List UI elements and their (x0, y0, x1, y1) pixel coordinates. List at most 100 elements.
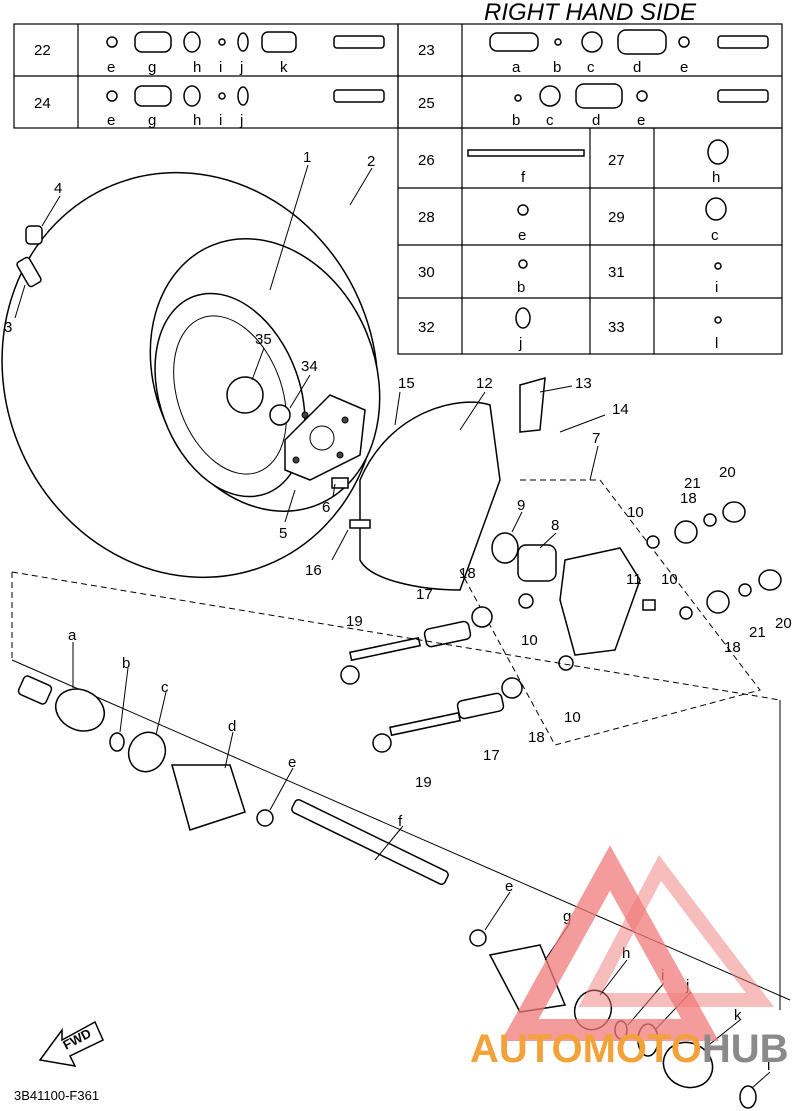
callout-e: e (505, 878, 513, 895)
kit-letter: b (517, 279, 525, 296)
bolt (349, 636, 421, 662)
wheel-hub (284, 394, 366, 489)
callout-labels: 1 2 3 4 5 6 7 8 9 10 10 10 10 11 12 13 1… (4, 149, 792, 1074)
callout-10: 10 (627, 504, 644, 521)
callout-19: 19 (346, 613, 363, 630)
kit-number: 28 (418, 209, 435, 226)
kit-letter: h (193, 59, 201, 76)
kit-letter: j (239, 112, 243, 129)
callout-b: b (122, 655, 130, 672)
kit-24-icons (106, 85, 385, 107)
shaft (291, 799, 449, 885)
callout-9: 9 (517, 497, 525, 514)
kit-letter: d (633, 59, 641, 76)
callout-1: 1 (303, 149, 311, 166)
callout-8: 8 (551, 517, 559, 534)
fwd-arrow-icon: FWD (38, 1020, 104, 1067)
inner-joint (662, 1041, 714, 1089)
callout-h: h (622, 945, 630, 962)
boot (171, 764, 246, 831)
knuckle (559, 547, 641, 656)
callout-4: 4 (54, 180, 62, 197)
callout-18: 18 (528, 729, 545, 746)
kit-letter: h (712, 169, 720, 186)
ring-icon (714, 316, 722, 324)
callout-f: f (398, 813, 403, 830)
knuckle-assembly (459, 479, 782, 746)
callout-g: g (563, 908, 571, 925)
callout-20: 20 (719, 464, 736, 481)
ring-icon (518, 259, 528, 269)
bearing (517, 544, 557, 582)
kit-letter: a (512, 59, 521, 76)
kit-letter: k (280, 59, 288, 76)
callout-17: 17 (416, 586, 433, 603)
nut-icon (517, 204, 529, 216)
callout-10: 10 (661, 571, 678, 588)
kit-number: 30 (418, 264, 435, 281)
kit-number: 29 (608, 209, 625, 226)
kit-letter: i (219, 112, 222, 129)
leader-lines (14, 164, 771, 1089)
watermark-text: AUTOMOTO (470, 1027, 702, 1071)
kit-number: 22 (34, 42, 51, 59)
kit-number: 25 (418, 95, 435, 112)
callout-18: 18 (459, 565, 476, 582)
kit-number: 24 (34, 95, 51, 112)
kit-letter: e (107, 59, 115, 76)
kit-23-icons (489, 29, 769, 55)
callout-34: 34 (301, 358, 318, 375)
callout-l: l (767, 1057, 770, 1074)
callout-3: 3 (4, 319, 12, 336)
kit-letter: i (219, 59, 222, 76)
valve-cap (25, 225, 43, 245)
callout-10: 10 (564, 709, 581, 726)
valve-stem (16, 256, 42, 288)
kit-letter: d (592, 112, 600, 129)
hub-nut (331, 477, 349, 489)
clamp (127, 731, 167, 773)
kit-letter: e (107, 112, 115, 129)
callout-18: 18 (680, 490, 697, 507)
callout-11: 11 (626, 571, 642, 588)
bolt (349, 519, 371, 529)
callout-35: 35 (255, 331, 272, 348)
kit-letter: g (148, 59, 156, 76)
callout-19: 19 (415, 774, 432, 791)
kit-letter: h (193, 112, 201, 129)
callout-7: 7 (592, 430, 600, 447)
outer-joint (55, 688, 105, 732)
callout-14: 14 (612, 401, 629, 418)
circlip (491, 532, 519, 564)
kit-letter: c (546, 112, 554, 129)
callout-17: 17 (483, 747, 500, 764)
diagram-code: 3B41100-F361 (14, 1088, 99, 1103)
kit-letter: l (715, 335, 718, 352)
callout-2: 2 (367, 153, 375, 170)
kit-letter: b (553, 59, 561, 76)
kit-25-icons (514, 83, 769, 109)
kit-number: 26 (418, 152, 435, 169)
ring-icon (714, 262, 722, 270)
kit-letter: e (518, 227, 526, 244)
callout-15: 15 (398, 375, 415, 392)
callout-20: 20 (775, 615, 792, 632)
kit-letter: j (518, 335, 522, 352)
callout-k: k (734, 1007, 742, 1024)
callout-d: d (228, 718, 236, 735)
automotohub-logo: AUTOMOTOHUB (470, 845, 789, 1071)
kit-letter: c (587, 59, 595, 76)
kit-number: 27 (608, 152, 625, 169)
callout-c: c (161, 679, 169, 696)
shaft-icon (467, 149, 585, 157)
kit-number: 23 (418, 42, 435, 59)
circlip-icon (515, 307, 531, 329)
callout-6: 6 (322, 499, 330, 516)
callout-5: 5 (279, 525, 287, 542)
bolt (389, 711, 461, 737)
kit-22-icons (106, 31, 385, 53)
hub-bearing (226, 376, 264, 414)
brake-disc-guard (349, 376, 546, 591)
kit-table: 22 23 24 25 26 27 28 29 30 31 32 33 e g … (13, 23, 783, 355)
